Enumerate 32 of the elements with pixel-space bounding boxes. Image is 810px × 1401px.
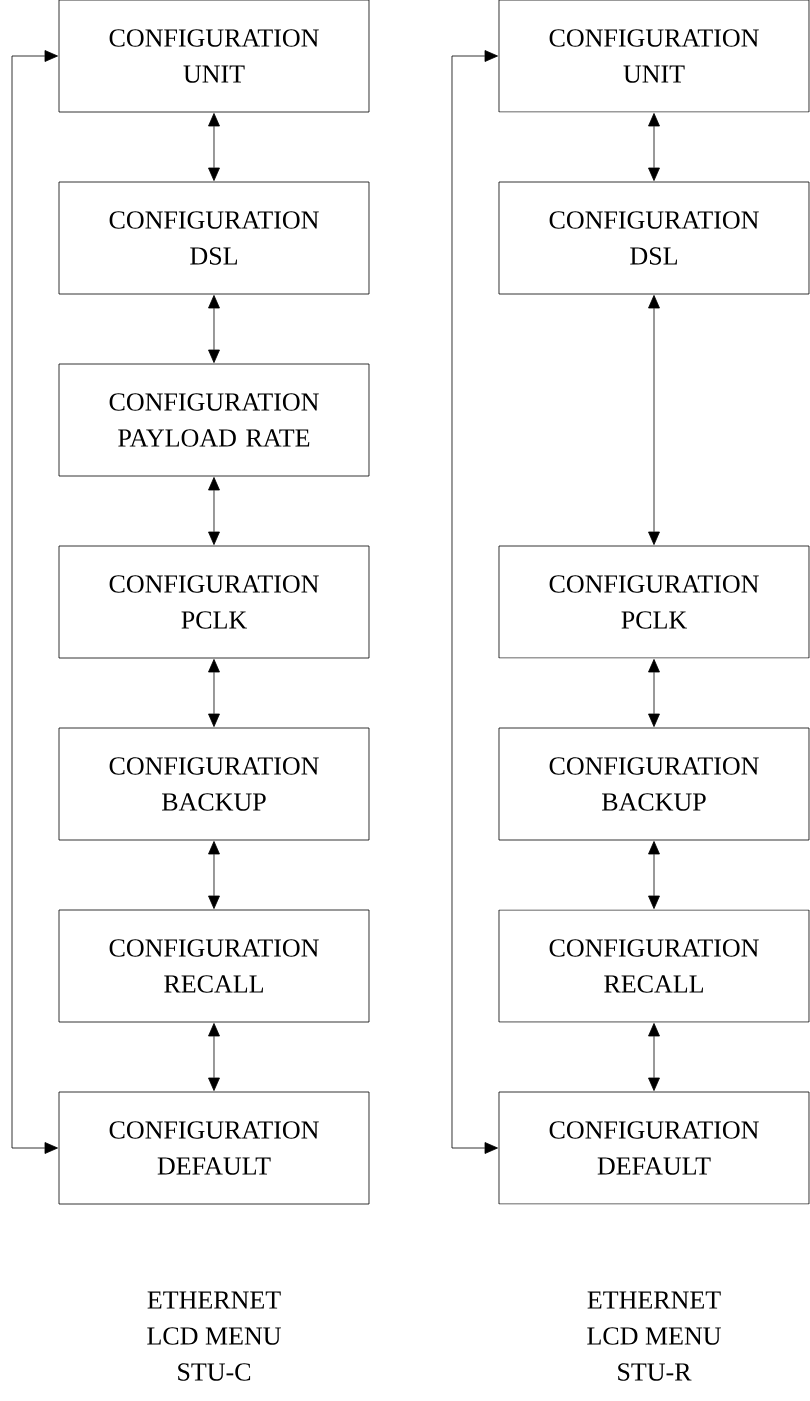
menu-box: CONFIGURATION UNIT xyxy=(498,0,810,113)
caption-text: LCD MENU xyxy=(147,1327,281,1345)
arrow xyxy=(208,477,220,545)
arrow xyxy=(648,295,660,545)
menu-box: CONFIGURATION BACKUP xyxy=(58,727,370,841)
menu-box: CONFIGURATION DSL xyxy=(498,181,810,295)
arrow xyxy=(648,659,660,727)
arrow xyxy=(208,295,220,363)
arrow xyxy=(208,1023,220,1091)
menu-box: CONFIGURATION UNIT xyxy=(58,0,370,113)
menu-box: CONFIGURATION PCLK xyxy=(58,545,370,659)
arrow xyxy=(208,841,220,909)
menu-box: CONFIGURATION RECALL xyxy=(498,909,810,1023)
menu-box: CONFIGURATION DSL xyxy=(58,181,370,295)
arrow xyxy=(11,50,58,1154)
menu-box: CONFIGURATION BACKUP xyxy=(498,727,810,841)
arrow xyxy=(648,1023,660,1091)
caption-text: ETHERNET xyxy=(587,1291,721,1309)
caption-text: STU-C xyxy=(178,1363,251,1381)
arrow xyxy=(648,841,660,909)
menu-box: CONFIGURATION PAYLOAD RATE xyxy=(58,363,370,477)
caption-text: ETHERNET xyxy=(147,1291,281,1309)
menu-box: CONFIGURATION RECALL xyxy=(58,909,370,1023)
arrow xyxy=(208,113,220,181)
arrow xyxy=(451,50,498,1154)
menu-box: CONFIGURATION DEFAULT xyxy=(58,1091,370,1205)
arrow xyxy=(208,659,220,727)
arrow xyxy=(648,113,660,181)
menu-box: CONFIGURATION DEFAULT xyxy=(498,1091,810,1205)
caption-text: STU-R xyxy=(618,1363,692,1381)
menu-box: CONFIGURATION PCLK xyxy=(498,545,810,659)
caption-text: LCD MENU xyxy=(587,1327,721,1345)
